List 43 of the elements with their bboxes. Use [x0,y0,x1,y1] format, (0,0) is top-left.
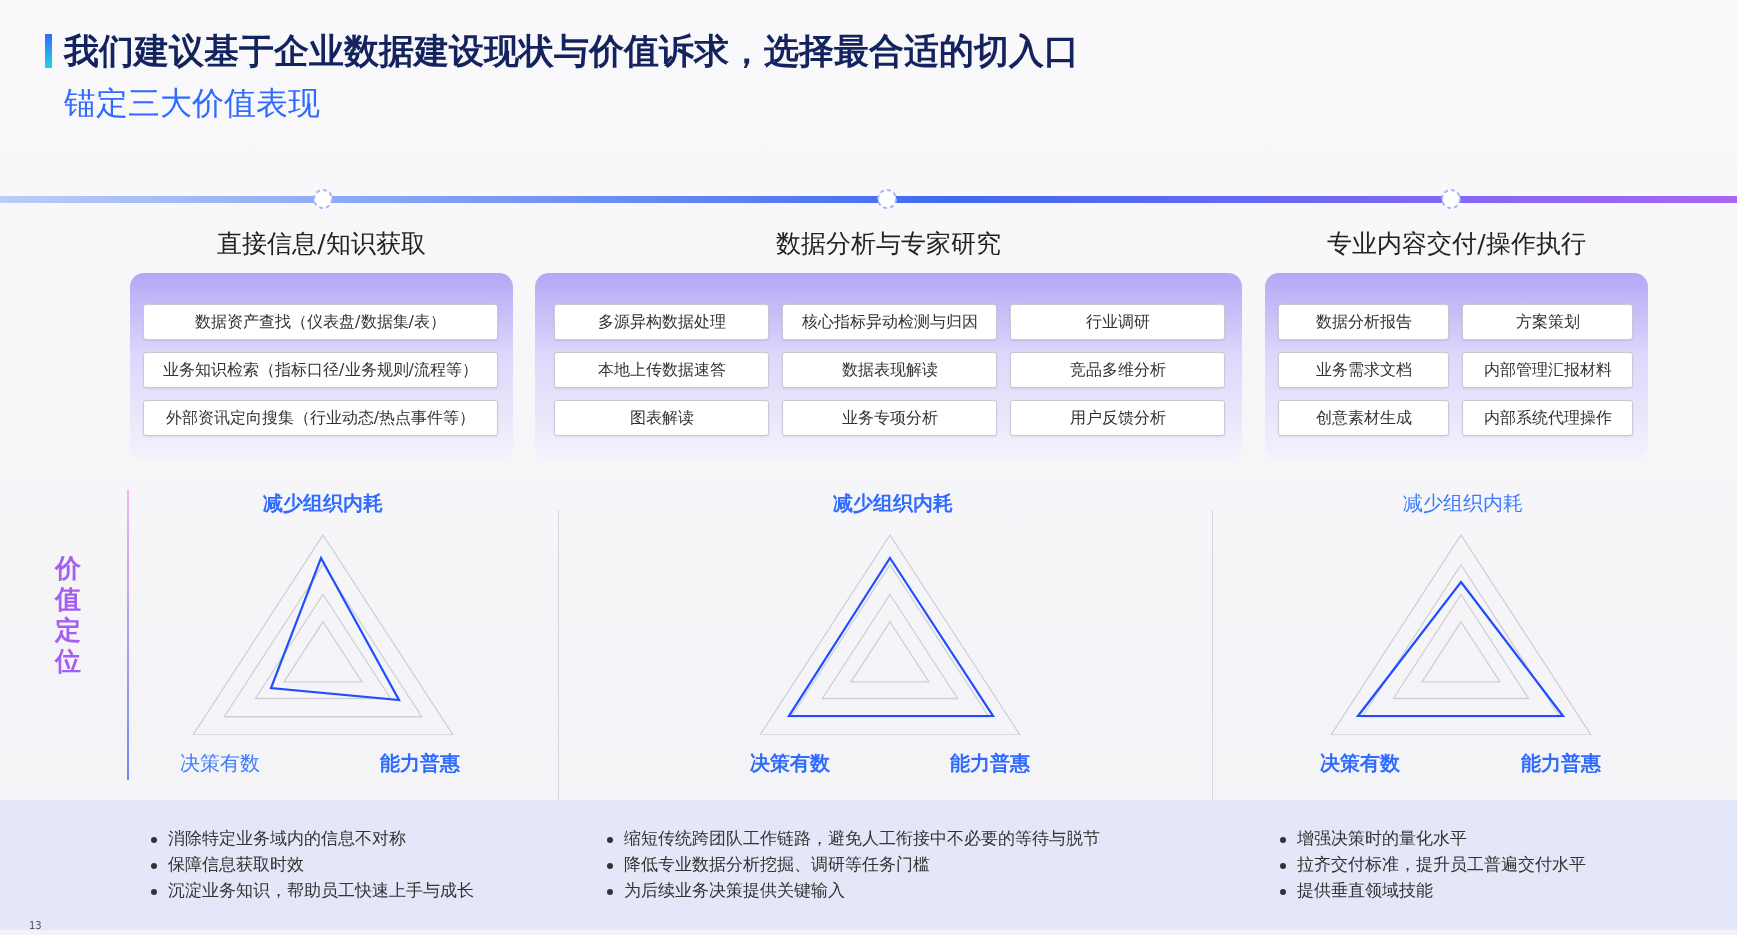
feature-box: 数据分析报告 [1278,304,1449,340]
bullet-item: 增强决策时的量化水平 [1297,827,1467,850]
bullet-item: 为后续业务决策提供关键输入 [624,879,845,902]
axis-label: 能力普惠 [1521,750,1601,777]
feature-box: 图表解读 [554,400,769,436]
bullet-item: 保障信息获取时效 [168,853,304,876]
column-heading: 直接信息/知识获取 [216,228,427,260]
bullet-item: 沉淀业务知识，帮助员工快速上手与成长 [168,879,474,902]
bullet-item: 提供垂直领域技能 [1297,879,1433,902]
feature-box: 外部资讯定向搜集（行业动态/热点事件等） [143,400,498,436]
bullet-item: 消除特定业务域内的信息不对称 [168,827,406,850]
subtitle: 锚定三大价值表现 [64,83,320,124]
axis-label: 决策有数 [1320,750,1400,777]
feature-box: 业务专项分析 [782,400,997,436]
feature-box: 核心指标异动检测与归因 [782,304,997,340]
axis-label: 决策有数 [180,750,260,777]
bullet-item: 降低专业数据分析挖掘、调研等任务门槛 [624,853,930,876]
feature-box: 竞品多维分析 [1010,352,1225,388]
feature-box: 业务知识检索（指标口径/业务规则/流程等） [143,352,498,388]
column-heading: 专业内容交付/操作执行 [1326,228,1587,260]
feature-box: 内部管理汇报材料 [1462,352,1633,388]
axis-label: 减少组织内耗 [263,490,383,517]
axis-label: 减少组织内耗 [1403,490,1523,517]
feature-box: 多源异构数据处理 [554,304,769,340]
bullet-item: 缩短传统跨团队工作链路，避免人工衔接中不必要的等待与脱节 [624,827,1100,850]
feature-box: 数据表现解读 [782,352,997,388]
feature-box: 内部系统代理操作 [1462,400,1633,436]
feature-box: 创意素材生成 [1278,400,1449,436]
feature-box: 用户反馈分析 [1010,400,1225,436]
vertical-label: 价值定位 [55,553,82,677]
axis-label: 决策有数 [750,750,830,777]
page-number: 13 [29,920,42,931]
bullet-item: 拉齐交付标准，提升员工普遍交付水平 [1297,853,1586,876]
axis-label: 减少组织内耗 [833,490,953,517]
axis-label: 能力普惠 [950,750,1030,777]
feature-box: 行业调研 [1010,304,1225,340]
feature-box: 方案策划 [1462,304,1633,340]
feature-box: 业务需求文档 [1278,352,1449,388]
feature-box: 本地上传数据速答 [554,352,769,388]
feature-box: 数据资产查找（仪表盘/数据集/表） [143,304,498,340]
title: 我们建议基于企业数据建设现状与价值诉求，选择最合适的切入口 [64,30,1079,73]
column-heading: 数据分析与专家研究 [775,228,1002,260]
axis-label: 能力普惠 [380,750,460,777]
